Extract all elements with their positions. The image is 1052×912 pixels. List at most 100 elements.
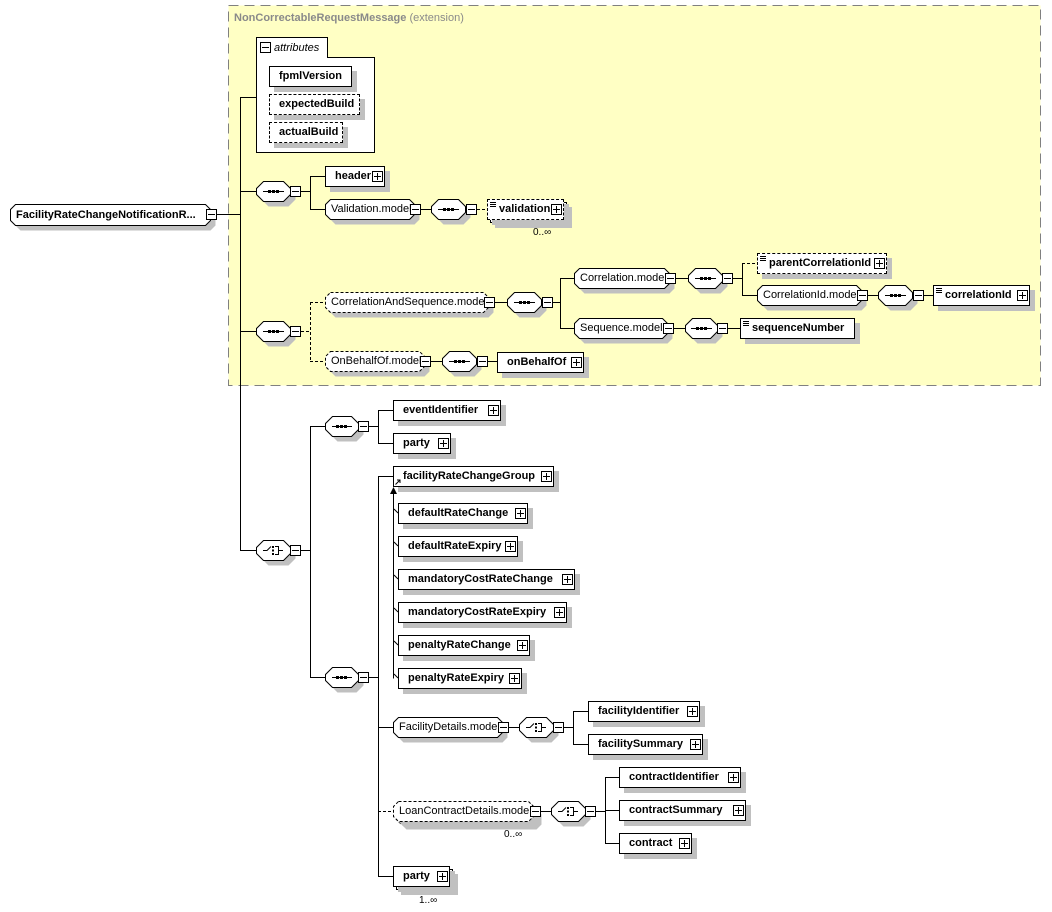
expand-button[interactable] bbox=[509, 673, 520, 684]
expand-button[interactable] bbox=[541, 471, 552, 482]
expand-button[interactable] bbox=[505, 541, 516, 552]
element-label: contractSummary bbox=[629, 804, 723, 816]
sequence-compositor[interactable] bbox=[256, 181, 296, 207]
expand-button[interactable] bbox=[571, 357, 582, 368]
group-on-behalf-of-model[interactable]: OnBehalfOf.model bbox=[325, 351, 430, 377]
expand-button[interactable] bbox=[733, 805, 744, 816]
collapse-button[interactable] bbox=[466, 204, 477, 215]
sequence-compositor[interactable] bbox=[325, 667, 364, 693]
expand-button[interactable] bbox=[687, 706, 698, 717]
group-member-mandatory-cost-rate-change[interactable]: mandatoryCostRateChange bbox=[398, 569, 575, 590]
collapse-button[interactable] bbox=[290, 545, 301, 556]
expand-button[interactable] bbox=[488, 405, 499, 416]
element-label: correlationId bbox=[945, 289, 1012, 301]
sequence-compositor[interactable] bbox=[442, 351, 482, 377]
group-correlation-and-sequence-model[interactable]: CorrelationAndSequence.model bbox=[325, 292, 494, 318]
collapse-attributes-button[interactable] bbox=[260, 42, 271, 53]
expand-button[interactable] bbox=[679, 838, 690, 849]
group-sequence-model[interactable]: Sequence.model bbox=[574, 318, 673, 344]
choice-compositor[interactable] bbox=[551, 801, 591, 827]
collapse-button[interactable] bbox=[857, 290, 868, 301]
annotation-icon bbox=[743, 321, 749, 326]
element-party[interactable]: party bbox=[393, 433, 451, 454]
expand-button[interactable] bbox=[515, 508, 526, 519]
group-member-mandatory-cost-rate-expiry[interactable]: mandatoryCostRateExpiry bbox=[398, 602, 567, 623]
element-label: facilitySummary bbox=[598, 738, 683, 750]
sequence-compositor[interactable] bbox=[431, 199, 471, 225]
expand-button[interactable] bbox=[728, 772, 739, 783]
element-sequence-number[interactable]: sequenceNumber bbox=[740, 318, 855, 339]
element-on-behalf-of[interactable]: onBehalfOf bbox=[497, 352, 584, 373]
group-arrowhead bbox=[390, 487, 397, 494]
collapse-button[interactable] bbox=[717, 323, 728, 334]
collapse-button[interactable] bbox=[484, 297, 495, 308]
expand-button[interactable] bbox=[372, 171, 383, 182]
element-label: mandatoryCostRateExpiry bbox=[408, 606, 547, 618]
expand-button[interactable] bbox=[438, 438, 449, 449]
sequence-compositor[interactable] bbox=[685, 318, 723, 344]
group-member-default-rate-change[interactable]: defaultRateChange bbox=[398, 503, 528, 524]
sequence-compositor[interactable] bbox=[878, 285, 918, 311]
group-facility-details-model[interactable]: FacilityDetails.model bbox=[393, 717, 508, 743]
collapse-button[interactable] bbox=[585, 806, 596, 817]
collapse-button[interactable] bbox=[663, 323, 674, 334]
element-facility-identifier[interactable]: facilityIdentifier bbox=[588, 701, 700, 722]
collapse-button[interactable] bbox=[498, 722, 509, 733]
choice-compositor[interactable] bbox=[256, 540, 296, 566]
attributes-tab[interactable]: attributes bbox=[256, 37, 328, 58]
collapse-button[interactable] bbox=[722, 273, 733, 284]
element-contract[interactable]: contract bbox=[619, 833, 692, 854]
expand-button[interactable] bbox=[517, 640, 528, 651]
collapse-button[interactable] bbox=[358, 672, 369, 683]
attribute-expectedbuild[interactable]: expectedBuild bbox=[269, 94, 360, 115]
annotation-icon bbox=[760, 256, 766, 261]
expand-button[interactable] bbox=[690, 739, 701, 750]
expand-button[interactable] bbox=[562, 574, 573, 585]
collapse-button[interactable] bbox=[530, 806, 541, 817]
group-validation-model[interactable]: Validation.model bbox=[325, 199, 420, 225]
attribute-actualbuild[interactable]: actualBuild bbox=[269, 122, 343, 143]
sequence-compositor[interactable] bbox=[507, 292, 547, 318]
expand-button[interactable] bbox=[554, 607, 565, 618]
group-reference-facility-rate-change-group[interactable]: facilityRateChangeGroup bbox=[393, 466, 554, 487]
expand-button[interactable] bbox=[1017, 290, 1028, 301]
root-element[interactable]: FacilityRateChangeNotificationR... bbox=[10, 204, 216, 231]
group-correlation-model[interactable]: Correlation.model bbox=[574, 268, 675, 294]
collapse-button[interactable] bbox=[553, 722, 564, 733]
group-correlation-id-model[interactable]: CorrelationId.model bbox=[757, 285, 867, 311]
collapse-button[interactable] bbox=[913, 290, 924, 301]
collapse-button[interactable] bbox=[542, 297, 553, 308]
group-member-penalty-rate-expiry[interactable]: penaltyRateExpiry bbox=[398, 668, 522, 689]
choice-compositor[interactable] bbox=[519, 717, 559, 743]
collapse-button[interactable] bbox=[410, 204, 421, 215]
element-contract-identifier[interactable]: contractIdentifier bbox=[619, 767, 741, 788]
collapse-button[interactable] bbox=[206, 209, 217, 220]
collapse-button[interactable] bbox=[290, 326, 301, 337]
collapse-button[interactable] bbox=[477, 356, 488, 367]
element-validation[interactable]: validation bbox=[487, 199, 564, 220]
collapse-button[interactable] bbox=[358, 421, 369, 432]
expand-button[interactable] bbox=[437, 871, 448, 882]
group-member-penalty-rate-change[interactable]: penaltyRateChange bbox=[398, 635, 530, 656]
group-member-default-rate-expiry[interactable]: defaultRateExpiry bbox=[398, 536, 518, 557]
sequence-compositor[interactable] bbox=[325, 416, 364, 442]
collapse-button[interactable] bbox=[665, 273, 676, 284]
element-parent-correlation-id[interactable]: parentCorrelationId bbox=[757, 253, 887, 274]
sequence-compositor[interactable] bbox=[256, 321, 296, 347]
shape-outline bbox=[574, 318, 673, 344]
element-correlation-id[interactable]: correlationId bbox=[933, 285, 1030, 306]
sequence-icon bbox=[438, 208, 459, 211]
element-party-repeating[interactable]: party bbox=[393, 866, 450, 887]
attribute-label: fpmlVersion bbox=[279, 70, 342, 82]
group-loan-contract-details-model[interactable]: LoanContractDetails.model bbox=[393, 801, 539, 827]
element-facility-summary[interactable]: facilitySummary bbox=[588, 734, 703, 755]
collapse-button[interactable] bbox=[290, 186, 301, 197]
expand-button[interactable] bbox=[551, 204, 562, 215]
sequence-compositor[interactable] bbox=[688, 268, 728, 294]
element-header[interactable]: header bbox=[325, 166, 385, 187]
expand-button[interactable] bbox=[874, 258, 885, 269]
element-event-identifier[interactable]: eventIdentifier bbox=[393, 400, 501, 421]
attribute-fpmlversion[interactable]: fpmlVersion bbox=[269, 66, 352, 87]
element-contract-summary[interactable]: contractSummary bbox=[619, 800, 746, 821]
collapse-button[interactable] bbox=[420, 356, 431, 367]
